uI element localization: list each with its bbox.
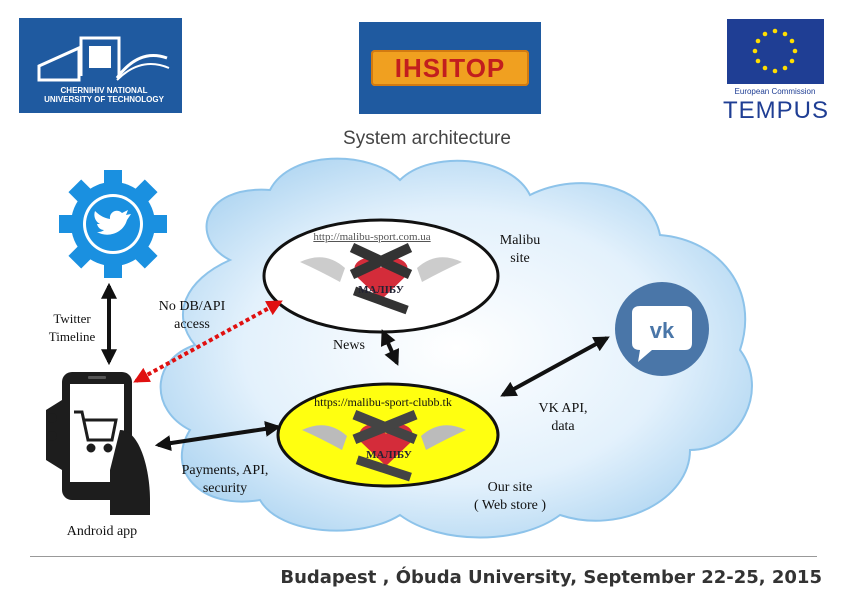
twitter-timeline-label: Twitter Timeline (48, 311, 96, 344)
vk-api-label: VK API, data (538, 401, 588, 434)
malibu-site-label: Malibu site (499, 233, 541, 266)
no-access-dashed-arrow (133, 300, 283, 383)
footer-divider (30, 556, 817, 557)
eu-stars (752, 28, 798, 74)
malibu-logo-icon (300, 242, 462, 315)
news-label: News (333, 338, 365, 353)
ihsitop-badge: IHSITOP (371, 50, 529, 86)
university-name: CHERNIHIV NATIONAL UNIVERSITY OF TECHNOL… (44, 86, 164, 104)
university-building-icon (37, 36, 170, 82)
malibu-site-node (262, 218, 500, 334)
web-store-label: Our site ( Web store ) (473, 480, 547, 513)
ihsitop-logo: IHSITOP (359, 22, 541, 114)
payments-label: Payments, API, security (181, 463, 269, 496)
android-phone-icon (46, 372, 150, 515)
diagram-title: System architecture (343, 128, 511, 149)
malibu-store-logo-icon (302, 410, 466, 482)
web-store-node (276, 382, 500, 488)
store-logo-word: МАЛІБУ (366, 449, 412, 461)
tempus-text: TEMPUS (723, 97, 830, 124)
malibu-site-url[interactable]: http://malibu-sport.com.ua (313, 231, 431, 243)
android-app-label: Android app (66, 524, 138, 539)
payments-arrow (154, 420, 282, 452)
no-db-api-label: No DB/API access (158, 299, 226, 332)
footer-text: Budapest , Óbuda University, September 2… (280, 567, 822, 588)
ihsitop-text: IHSITOP (394, 53, 506, 83)
chernihiv-university-logo: CHERNIHIV NATIONAL UNIVERSITY OF TECHNOL… (19, 18, 182, 113)
malibu-logo-word: МАЛІБУ (358, 284, 404, 296)
european-commission-text: European Commission (734, 87, 816, 96)
vk-api-arrow (500, 336, 610, 397)
svg-text:vk: vk (650, 318, 675, 343)
twitter-gear-icon (59, 170, 167, 278)
shopping-cart-icon (74, 410, 118, 453)
web-store-url[interactable]: https://malibu-sport-clubb.tk (314, 395, 452, 409)
news-arrow (380, 329, 400, 366)
eu-flag-icon (727, 19, 824, 84)
vk-icon: vk (615, 282, 709, 376)
tempus-logo: European Commission TEMPUS (723, 19, 830, 127)
